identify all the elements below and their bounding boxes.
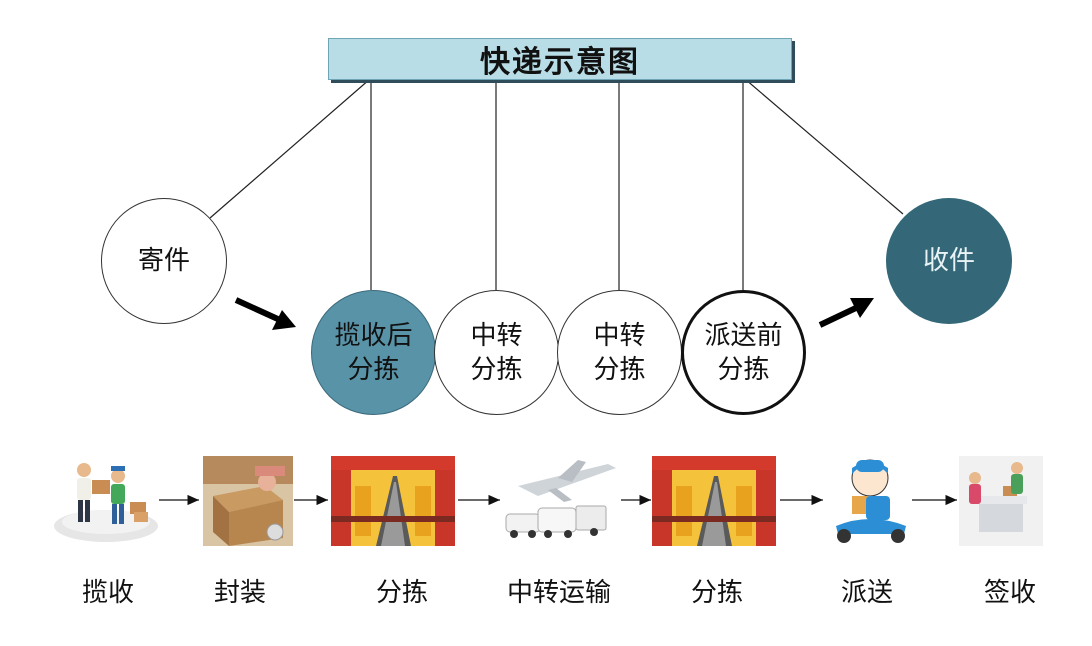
step-label-pickup: 揽收 <box>81 578 134 608</box>
courier-scooter-icon <box>836 459 906 543</box>
step-label-sorting-2: 分拣 <box>690 578 743 608</box>
packing-box-icon <box>203 456 293 546</box>
step-label-packing: 封装 <box>213 578 266 608</box>
node-transit-sort-2: 中转 分拣 <box>557 290 682 415</box>
sorting-conveyor-icon <box>331 456 455 546</box>
title-connector-lines <box>209 78 904 290</box>
step-label-sorting: 分拣 <box>375 578 428 608</box>
handover-people-icon <box>54 463 158 542</box>
step-label-sign: 签收 <box>983 578 1036 608</box>
node-send: 寄件 <box>101 198 227 324</box>
sorting-conveyor-icon <box>652 456 776 546</box>
diagram-title: 快递示意图 <box>328 38 792 80</box>
plane-trucks-icon <box>505 460 616 538</box>
node-transit-sort-1: 中转 分拣 <box>434 290 559 415</box>
node-receive: 收件 <box>886 198 1012 324</box>
sign-receipt-icon <box>959 456 1043 546</box>
arrow-sort-to-receive <box>818 298 874 328</box>
line-to-send <box>209 78 371 219</box>
step-label-delivery: 派送 <box>840 578 893 608</box>
line-to-receive <box>744 78 904 215</box>
arrow-send-to-sort <box>234 297 296 330</box>
node-sort-before-delivery: 派送前 分拣 <box>681 290 806 415</box>
node-sort-after-pickup: 揽收后 分拣 <box>311 290 436 415</box>
step-label-transit: 中转运输 <box>506 578 611 608</box>
